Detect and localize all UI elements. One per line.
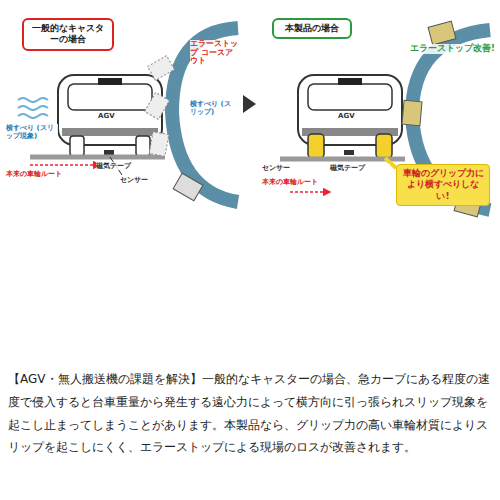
annotation-label: エラーストップ改善! — [410, 44, 496, 54]
annotation-label: 磁気テープ — [330, 164, 390, 172]
annotation-label: 本来の車輪ルート — [262, 178, 352, 186]
agv-right — [298, 75, 402, 158]
annotation-label: 磁気テープ — [96, 162, 156, 170]
panel-title-box: 一般的なキャスターの場合 — [22, 18, 114, 51]
box-text: 車輪のグリップ力により横すべりしない! — [401, 168, 485, 202]
annotation-label: 横すべり (スリップ) — [190, 100, 236, 116]
annotation-label: AGV — [338, 112, 368, 120]
annotation-label: AGV — [98, 112, 128, 120]
panel-title-box: 本製品の場合 — [272, 18, 352, 39]
route-line — [290, 191, 330, 193]
agv-left — [58, 75, 162, 156]
annotation-label: 本来の車輪ルート — [6, 170, 96, 178]
cart — [173, 173, 203, 201]
transition-arrow — [243, 95, 256, 113]
callout-box: 車輪のグリップ力により横すべりしない! — [396, 164, 490, 206]
box-text: 本製品の場合 — [278, 23, 346, 34]
wind-lines — [18, 98, 48, 118]
route-line — [30, 164, 100, 166]
box-text: 一般的なキャスターの場合 — [28, 23, 108, 46]
caption-text: 【AGV・無人搬送機の課題を解決】一般的なキャスターの場合、急カーブにある程度の… — [8, 368, 492, 459]
annotation-label: センサー — [262, 164, 302, 172]
magnetic-tape — [30, 155, 165, 160]
carts-off-course — [145, 56, 175, 157]
annotation-label: センサー — [120, 176, 170, 184]
annotation-label: 横すべり (スリップ現象) — [6, 124, 58, 140]
annotation-label: エラーストップ コースアウト — [190, 40, 240, 66]
